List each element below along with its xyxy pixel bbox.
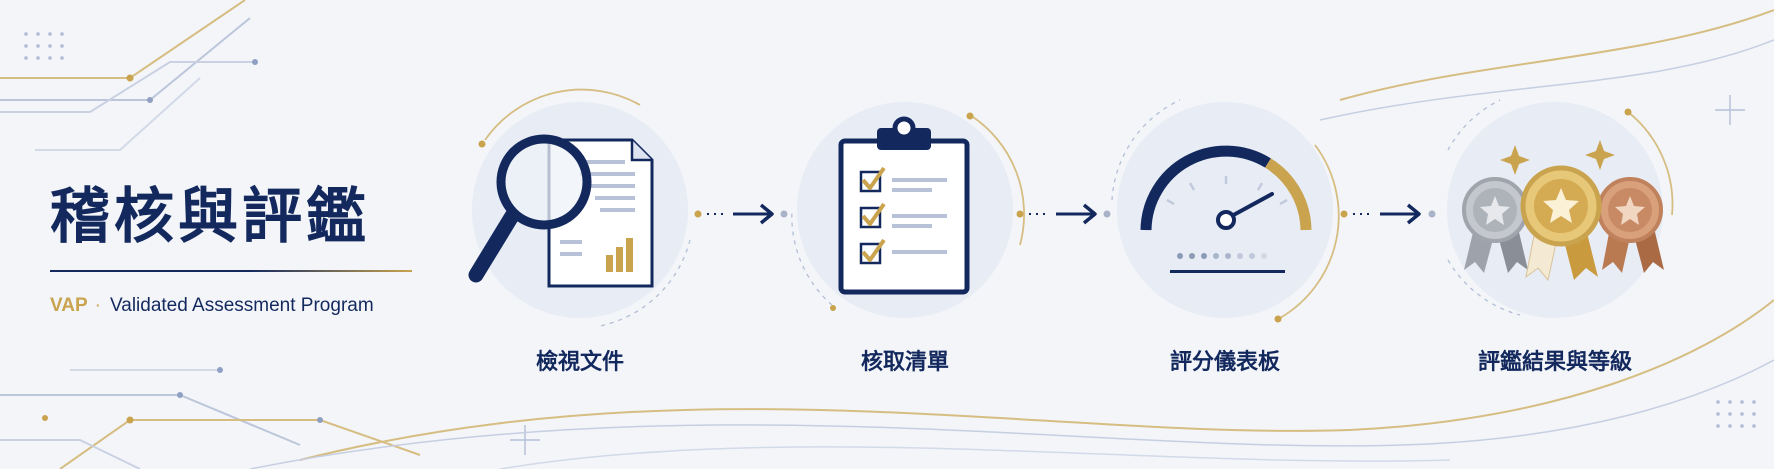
step-3-graphic [1111, 99, 1340, 323]
step-label-2: 核取清單 [860, 350, 950, 375]
gold-medal-icon [1520, 165, 1602, 282]
plus-marks [510, 95, 1745, 455]
sparkle-icon [1500, 140, 1615, 175]
step-label-4: 評鑑結果與等級 [1477, 350, 1633, 375]
connector-arrow-1 [694, 203, 788, 225]
magnifier-icon [468, 134, 592, 283]
subtitle: VAP · Validated Assessment Program [50, 295, 374, 317]
bronze-medal-icon [1597, 177, 1664, 273]
clipboard-icon [838, 116, 970, 295]
step-4-orbit-arc [1627, 111, 1674, 216]
step-label-1: 檢視文件 [535, 350, 625, 375]
circuit-lines-bottom-left [0, 367, 421, 469]
title-divider [50, 270, 412, 272]
step-1-graphic [468, 88, 691, 327]
step-2-orbit-arc [969, 114, 1025, 246]
step-4-graphic [1447, 99, 1674, 318]
step-1-orbit-arc [484, 88, 641, 141]
title-block: 稽核與評鑑 VAP · Validated Assessment Program [50, 178, 420, 316]
subtitle-code: VAP [50, 295, 88, 316]
step-3-orbit-arc [1279, 144, 1340, 319]
silver-medal-icon [1462, 177, 1528, 273]
gauge-icon [1140, 145, 1312, 273]
subtitle-separator: · [94, 295, 101, 316]
step-label-3: 評分儀表板 [1169, 350, 1281, 375]
connector-arrow-3 [1340, 203, 1436, 225]
step-3-circle [1117, 102, 1333, 318]
flowing-waves [249, 9, 1774, 469]
dot-grid-bottom-right [1716, 400, 1756, 428]
page-title: 稽核與評鑑 [50, 182, 370, 252]
dot-grid-top-left [24, 32, 64, 60]
step-2-graphic [791, 102, 1025, 318]
connector-arrow-2 [1016, 203, 1111, 225]
circuit-lines-top-left [0, 0, 258, 151]
subtitle-name: Validated Assessment Program [110, 295, 374, 316]
